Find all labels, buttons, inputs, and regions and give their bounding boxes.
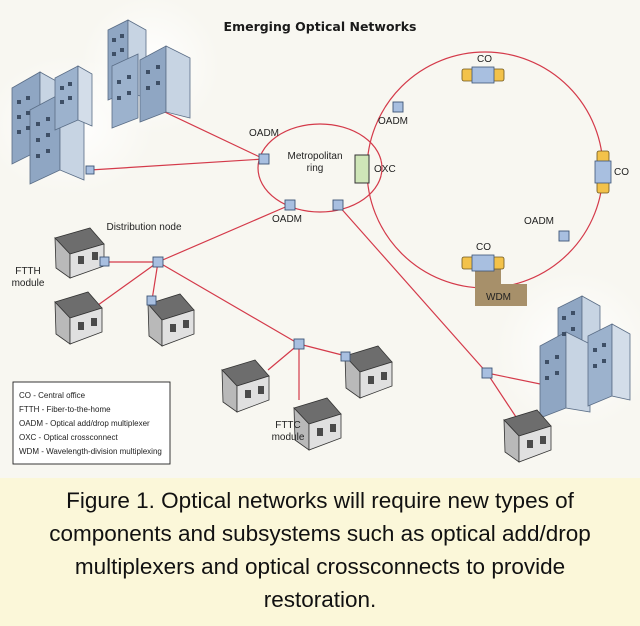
legend: CO - Central office FTTH - Fiber-to-the-… (12, 381, 171, 465)
figure-title: Emerging Optical Networks (224, 19, 417, 34)
diagram-canvas: Emerging Optical Networks (0, 0, 640, 465)
link (298, 343, 347, 357)
office-buildings-2 (107, 19, 191, 129)
fiber-links (79, 51, 604, 421)
oadm-node-metro-bottom (284, 199, 296, 211)
link (486, 372, 546, 386)
oadm-node-ring-top (392, 101, 404, 113)
node (293, 338, 305, 350)
node (146, 295, 157, 306)
co-label: CO (477, 54, 492, 65)
caption-area: Figure 1. Optical networks will require … (0, 478, 640, 626)
figure-caption: Figure 1. Optical networks will require … (49, 488, 591, 612)
link (89, 158, 265, 171)
house-4 (221, 359, 270, 413)
link (157, 204, 291, 263)
co-node-right (594, 150, 612, 194)
legend-item: OADM - Optical add/drop multiplexer (19, 419, 150, 428)
node (99, 256, 110, 267)
metro-ring (257, 123, 383, 213)
fttc-module-label: FTTC module (271, 420, 305, 443)
oadm-node-metro-left (258, 153, 270, 165)
oadm-label: OADM (524, 216, 554, 227)
node (85, 165, 95, 175)
oadm-node-ring-bottom (558, 230, 570, 242)
co-node-top (461, 66, 505, 84)
house-3 (147, 293, 195, 347)
oadm-label: OADM (249, 128, 279, 139)
legend-box (12, 381, 171, 465)
link (157, 261, 300, 345)
fttc-module-label-box: FTTC module (271, 420, 305, 443)
legend-item: OXC - Optical crossconnect (19, 433, 118, 442)
link (151, 261, 159, 301)
node (332, 199, 344, 211)
house-5 (344, 345, 393, 399)
co-label: CO (614, 167, 629, 178)
wdm-label: WDM (486, 292, 511, 303)
link (337, 204, 488, 374)
node (481, 367, 493, 379)
office-buildings-1 (11, 65, 93, 185)
oadm-label: OADM (378, 116, 408, 127)
house-7 (503, 409, 552, 463)
metro-ring-label: Metropolitan ring (287, 151, 343, 174)
ftth-module-label: FTTH module (11, 266, 45, 289)
house-1 (54, 227, 105, 279)
co-label: CO (476, 242, 491, 253)
link (486, 372, 519, 421)
oadm-label: OADM (272, 214, 302, 225)
wdm-unit (475, 264, 527, 306)
legend-item: WDM - Wavelength-division multiplexing (19, 447, 162, 456)
ftth-module-label-box: FTTH module (11, 266, 45, 289)
oxc-label: OXC (374, 164, 396, 175)
node (340, 351, 351, 362)
oxc-node (354, 154, 370, 184)
office-buildings-3 (539, 295, 631, 419)
co-node-bottom (461, 254, 505, 272)
distribution-node-label: Distribution node (106, 222, 182, 233)
house-6 (293, 397, 342, 451)
legend-item: CO - Central office (19, 391, 86, 400)
legend-item: FTTH - Fiber-to-the-home (19, 405, 111, 414)
distribution-node-label-box: Distribution node (106, 222, 182, 233)
network-diagram: Emerging Optical Networks (0, 0, 640, 478)
distribution-node (152, 256, 164, 268)
link (149, 104, 265, 160)
house-2 (54, 291, 103, 345)
metro-ring-label-box: Metropolitan ring (287, 151, 343, 174)
wdm-block (475, 284, 527, 306)
